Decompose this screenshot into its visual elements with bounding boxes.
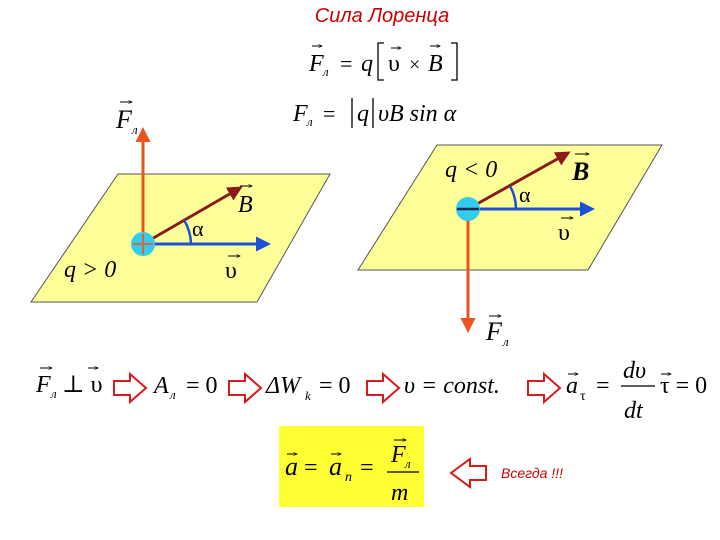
formula2-eq: = xyxy=(323,101,335,126)
right-field-label: B xyxy=(571,157,589,186)
right-bracket xyxy=(451,42,458,81)
chain-dv: dυ xyxy=(623,358,646,384)
left-plane xyxy=(30,173,331,303)
left-velocity-label: υ xyxy=(225,258,237,284)
result-eq2: = xyxy=(360,455,374,481)
right-diagram: q < 0 B α υ F л xyxy=(357,144,663,349)
right-velocity-label: υ xyxy=(558,220,570,246)
formula-times: × xyxy=(409,54,420,76)
right-angle-label: α xyxy=(519,182,531,207)
chain-v-const: υ = const. xyxy=(404,373,500,399)
right-force-label-sub: л xyxy=(502,334,509,349)
implies-arrow-1 xyxy=(113,371,148,405)
formula2-rest: υB sin α xyxy=(378,101,457,127)
result-box: a = a n = F л m xyxy=(279,426,424,507)
implication-chain: F л ⊥ υ A л = 0 ΔW k = 0 υ = const. a τ … xyxy=(35,358,707,424)
right-field-arrow xyxy=(467,151,571,211)
implies-arrow-4 xyxy=(527,371,562,405)
formula-eq: = xyxy=(340,51,352,76)
formula2-f: F xyxy=(292,101,308,127)
result-an: a xyxy=(329,452,342,481)
chain-w: ΔW xyxy=(265,373,302,399)
formula-f: F xyxy=(308,51,324,77)
result-an-sub: n xyxy=(345,470,352,485)
left-diagram: F л B α υ q > 0 xyxy=(30,102,331,303)
left-angle-arc xyxy=(182,219,193,245)
formula-f-sub: л xyxy=(322,64,329,79)
chain-perp-v: ⊥ υ xyxy=(62,372,102,398)
chain-a-tau: a xyxy=(566,373,578,399)
chain-f: F xyxy=(35,372,51,398)
result-num-sub: л xyxy=(404,456,411,471)
implies-arrow-3 xyxy=(366,371,401,405)
slide-title: Сила Лоренца xyxy=(315,5,449,27)
formula2-f-sub: л xyxy=(306,114,313,129)
result-a: a xyxy=(285,452,298,481)
right-angle-arc xyxy=(508,185,518,210)
left-charge-condition: q > 0 xyxy=(64,257,116,283)
back-arrow xyxy=(449,457,487,489)
always-note: Всегда !!! xyxy=(501,465,563,481)
formula-v: υ xyxy=(388,51,400,77)
result-num-f: F xyxy=(390,442,406,468)
chain-tau-zero: τ = 0 xyxy=(660,373,707,399)
formula2-q: q xyxy=(357,101,369,127)
magnitude-force-formula: F л = q υB sin α xyxy=(292,98,457,129)
right-charge-condition: q < 0 xyxy=(445,157,497,183)
result-den-m: m xyxy=(391,480,408,506)
result-eq: = xyxy=(304,455,318,481)
left-field-label: B xyxy=(238,192,253,218)
chain-a-tau-eq: = xyxy=(596,373,610,399)
left-force-label-sub: л xyxy=(131,122,138,137)
implies-arrow-2 xyxy=(228,371,263,405)
chain-a-rest: = 0 xyxy=(186,373,218,399)
chain-dt: dt xyxy=(624,398,644,424)
left-bracket xyxy=(377,42,384,81)
chain-f-sub: л xyxy=(50,386,57,401)
left-force-label: F xyxy=(115,105,133,134)
formula-b: B xyxy=(428,51,443,77)
vector-force-formula: F л = q υ × B xyxy=(308,42,458,81)
chain-a: A xyxy=(152,373,169,399)
chain-a-sub: л xyxy=(169,387,176,402)
chain-w-rest: = 0 xyxy=(319,373,351,399)
formula-q: q xyxy=(361,51,373,77)
chain-a-tau-sub: τ xyxy=(580,389,586,404)
right-force-label: F xyxy=(485,317,503,346)
chain-w-sub: k xyxy=(305,388,311,403)
left-field-arrow xyxy=(142,186,243,246)
left-angle-label: α xyxy=(192,216,204,241)
